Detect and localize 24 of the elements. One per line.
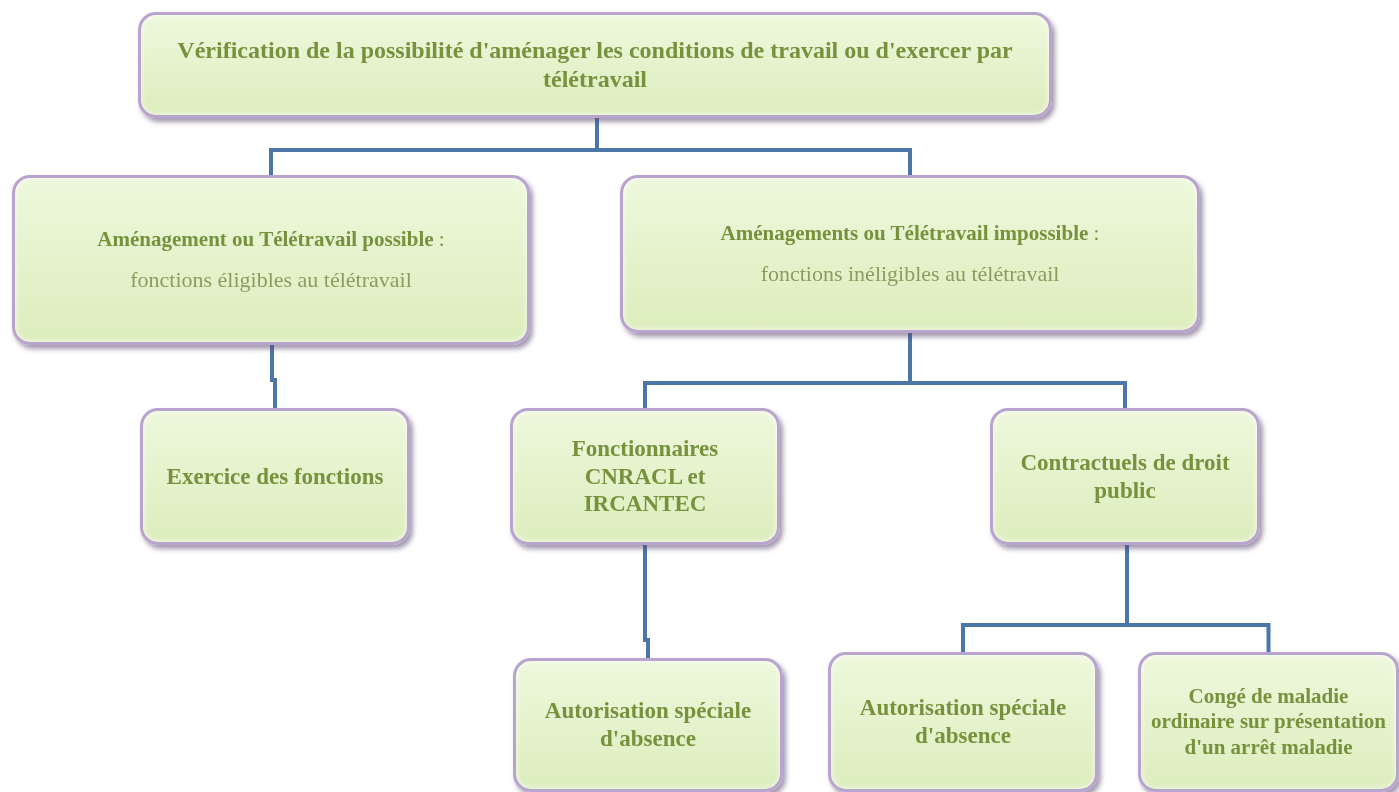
box-heading: Autorisation spéciale d'absence [543, 697, 753, 753]
process-box [620, 175, 1200, 333]
process-box [510, 408, 780, 545]
box-heading: Congé de maladie ordinaire sur présentation d'un arrêt maladie [1151, 684, 1386, 760]
box-heading: Vérification de la possibilité d'aménager les conditions de travail ou d'exercer par télétravail [176, 36, 1014, 94]
process-box [140, 408, 410, 545]
box-description: fonctions inéligibles au télétravail [760, 260, 1060, 287]
box-heading: Aménagements ou Télétravail impossible : [720, 221, 1100, 247]
connector-line [643, 545, 650, 658]
process-box [828, 652, 1098, 792]
process-box [12, 175, 530, 345]
connector-line [908, 333, 1127, 408]
connector-line [595, 118, 912, 175]
box-heading: Aménagement ou Télétravail possible : [97, 227, 445, 253]
connector-line [270, 345, 277, 408]
process-box [513, 658, 783, 792]
process-box [138, 12, 1052, 118]
box-heading: Autorisation spéciale d'absence [858, 694, 1068, 750]
process-box [990, 408, 1260, 545]
box-description: fonctions éligibles au télétravail [130, 266, 412, 293]
box-heading: Fonctionnaires CNRACL et IRCANTEC [570, 435, 720, 518]
box-heading: Exercice des fonctions [166, 462, 384, 491]
box-heading: Contractuels de droit public [1019, 448, 1231, 505]
process-box [1138, 652, 1399, 792]
